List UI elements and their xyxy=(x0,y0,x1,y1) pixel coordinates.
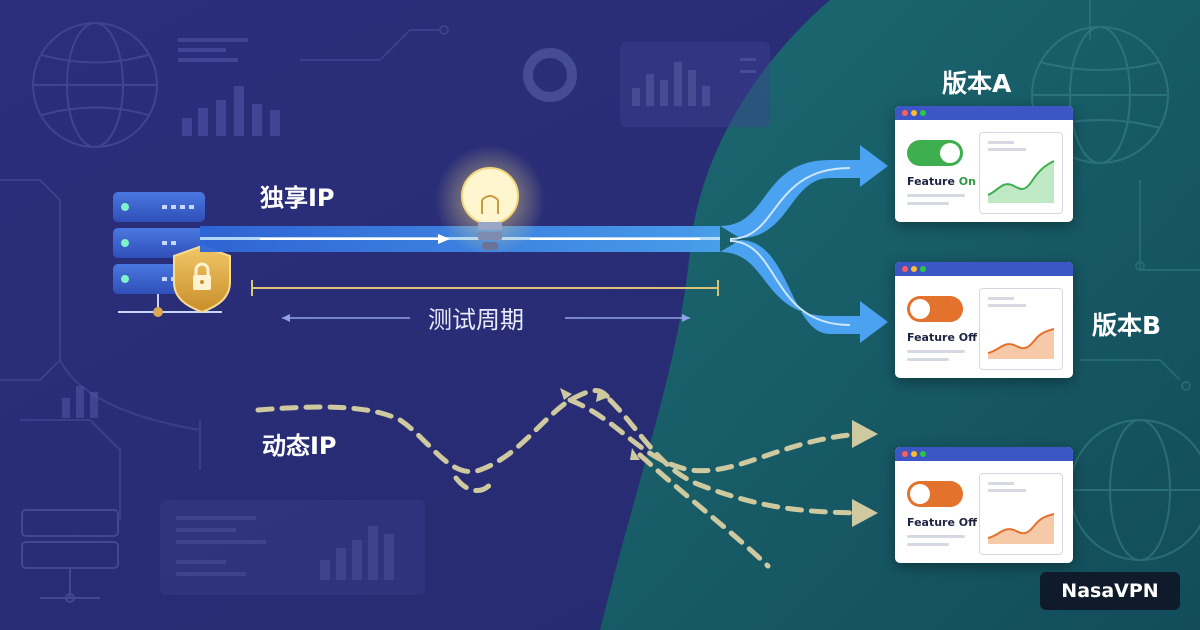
globe-icon-right xyxy=(1031,26,1200,561)
dedicated-ip-label: 独享IP xyxy=(260,184,335,212)
feature-toggle xyxy=(907,140,963,166)
close-dot-icon xyxy=(902,110,908,116)
version-b-label: 版本B xyxy=(1092,311,1162,340)
window-titlebar xyxy=(895,106,1073,120)
arrow-icon xyxy=(560,388,878,527)
dynamic-flow xyxy=(255,388,863,569)
mini-chart xyxy=(979,288,1063,370)
feature-label: Feature Off xyxy=(907,516,978,529)
version-b-card: Feature Off xyxy=(895,262,1073,378)
feature-toggle xyxy=(907,296,963,322)
window-titlebar xyxy=(895,447,1073,461)
feature-toggle xyxy=(907,481,963,507)
mini-chart xyxy=(979,473,1063,555)
version-a-label: 版本A xyxy=(942,69,1012,98)
maximize-dot-icon xyxy=(920,110,926,116)
window-titlebar xyxy=(895,262,1073,276)
close-dot-icon xyxy=(902,266,908,272)
test-cycle-bracket xyxy=(251,280,719,322)
minimize-dot-icon xyxy=(911,266,917,272)
feature-label: Feature On xyxy=(907,175,976,188)
mini-chart xyxy=(979,132,1063,214)
brand-badge: NasaVPN xyxy=(1040,572,1180,610)
feature-label: Feature Off xyxy=(907,331,978,344)
lightbulb-icon xyxy=(435,145,545,255)
close-dot-icon xyxy=(902,451,908,457)
maximize-dot-icon xyxy=(920,451,926,457)
minimize-dot-icon xyxy=(911,451,917,457)
globe-icon-left xyxy=(32,22,158,148)
test-cycle-label: 测试周期 xyxy=(428,306,524,334)
dynamic-ip-label: 动态IP xyxy=(262,432,337,460)
version-a-card: Feature On xyxy=(895,106,1073,222)
maximize-dot-icon xyxy=(920,266,926,272)
minimize-dot-icon xyxy=(911,110,917,116)
dynamic-result-card: Feature Off xyxy=(895,447,1073,563)
shield-lock-icon xyxy=(173,244,231,314)
